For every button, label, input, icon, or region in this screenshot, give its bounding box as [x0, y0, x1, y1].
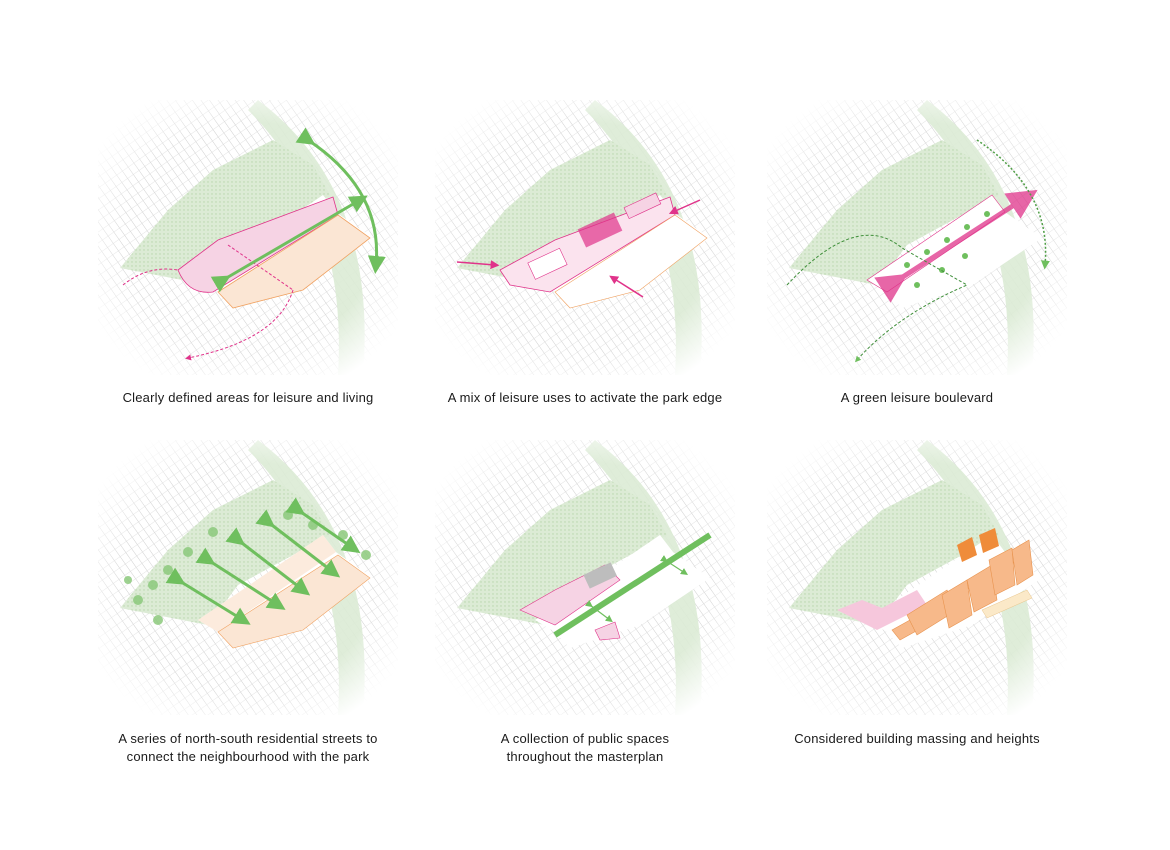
diagram-leisure-uses: [435, 100, 735, 375]
caption-6: Considered building massing and heights: [794, 731, 1040, 746]
diagram-leisure-living: [98, 100, 398, 375]
caption-5-line-2: throughout the masterplan: [506, 749, 664, 764]
caption-4-line-2: connect the neighbourhood with the park: [126, 749, 370, 764]
caption-3: A green leisure boulevard: [840, 390, 994, 405]
diagram-public-spaces: [435, 440, 735, 715]
caption-5: A collection of public spaces throughout…: [415, 730, 755, 766]
diagram-residential-streets: [98, 440, 398, 715]
caption-2: A mix of leisure uses to activate the pa…: [447, 390, 723, 405]
diagram-building-massing: [767, 440, 1067, 715]
caption-4-line-1: A series of north-south residential stre…: [118, 731, 378, 746]
caption-5-line-1: A collection of public spaces: [500, 731, 670, 746]
diagram-green-boulevard: [767, 100, 1067, 375]
caption-4: A series of north-south residential stre…: [78, 730, 418, 766]
caption-1: Clearly defined areas for leisure and li…: [122, 390, 374, 405]
